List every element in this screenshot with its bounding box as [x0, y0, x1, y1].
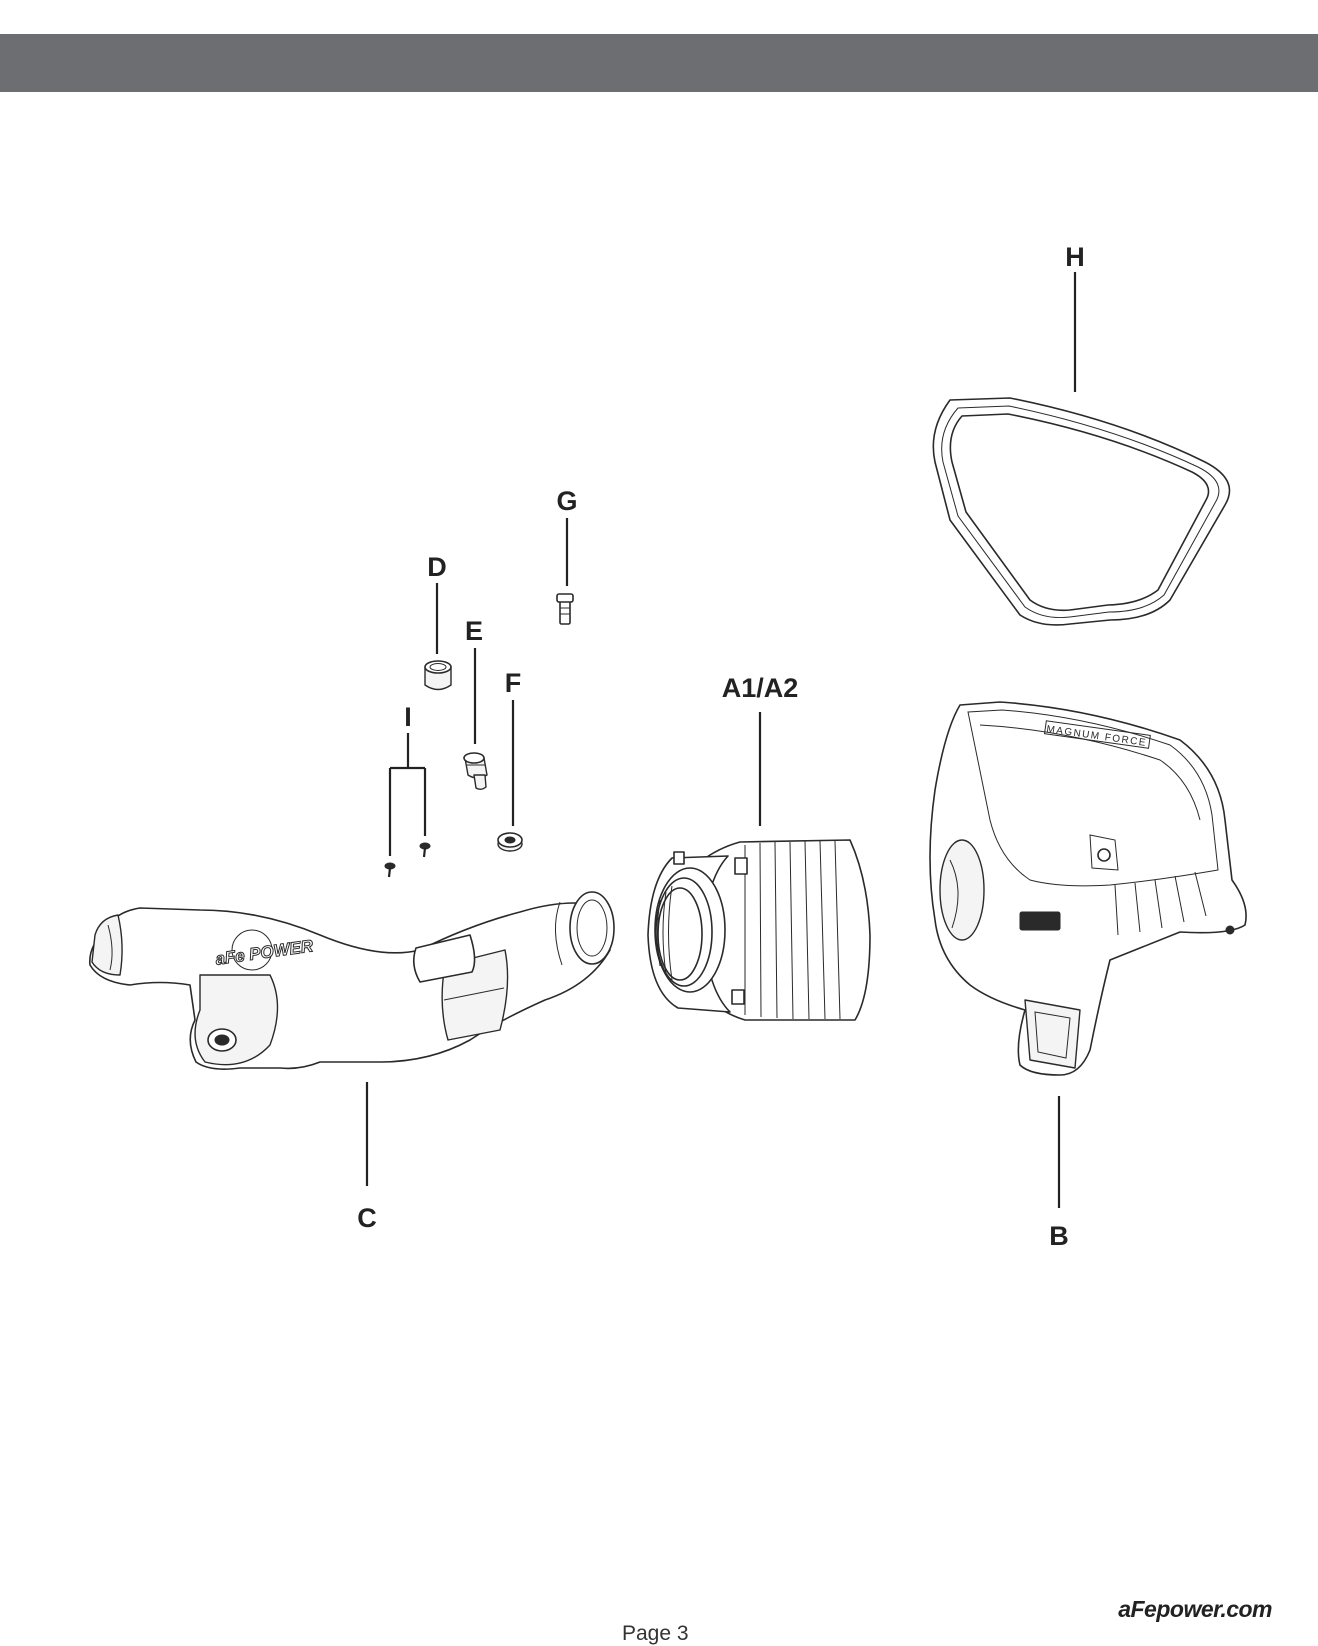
- label-i: I: [404, 702, 412, 732]
- part-c-intake-tube: aFe POWER: [89, 891, 615, 1070]
- afe-badge-icon: [1019, 911, 1061, 931]
- label-b: B: [1049, 1221, 1069, 1251]
- part-b-airbox: MAGNUM FORCE: [929, 701, 1247, 1076]
- part-h-gasket: [932, 397, 1231, 626]
- site-url: aFepower.com: [1118, 1596, 1272, 1622]
- part-d-sleeve: [424, 660, 452, 691]
- part-i-screws: [384, 842, 431, 878]
- label-c: C: [357, 1203, 377, 1233]
- label-f: F: [505, 668, 522, 698]
- part-f-grommet: [497, 832, 523, 852]
- label-g: G: [556, 486, 577, 516]
- label-a: A1/A2: [722, 673, 799, 703]
- header-band: [0, 34, 1318, 92]
- label-d: D: [427, 552, 447, 582]
- part-e-fitting: [463, 752, 488, 790]
- leader-i: [388, 733, 427, 856]
- part-g-screw: [556, 593, 574, 625]
- exploded-parts-diagram: H G D E F I: [89, 242, 1247, 1251]
- label-e: E: [465, 616, 483, 646]
- page-number: Page 3: [622, 1622, 689, 1645]
- label-h: H: [1065, 242, 1085, 272]
- part-a-filter: [647, 839, 871, 1021]
